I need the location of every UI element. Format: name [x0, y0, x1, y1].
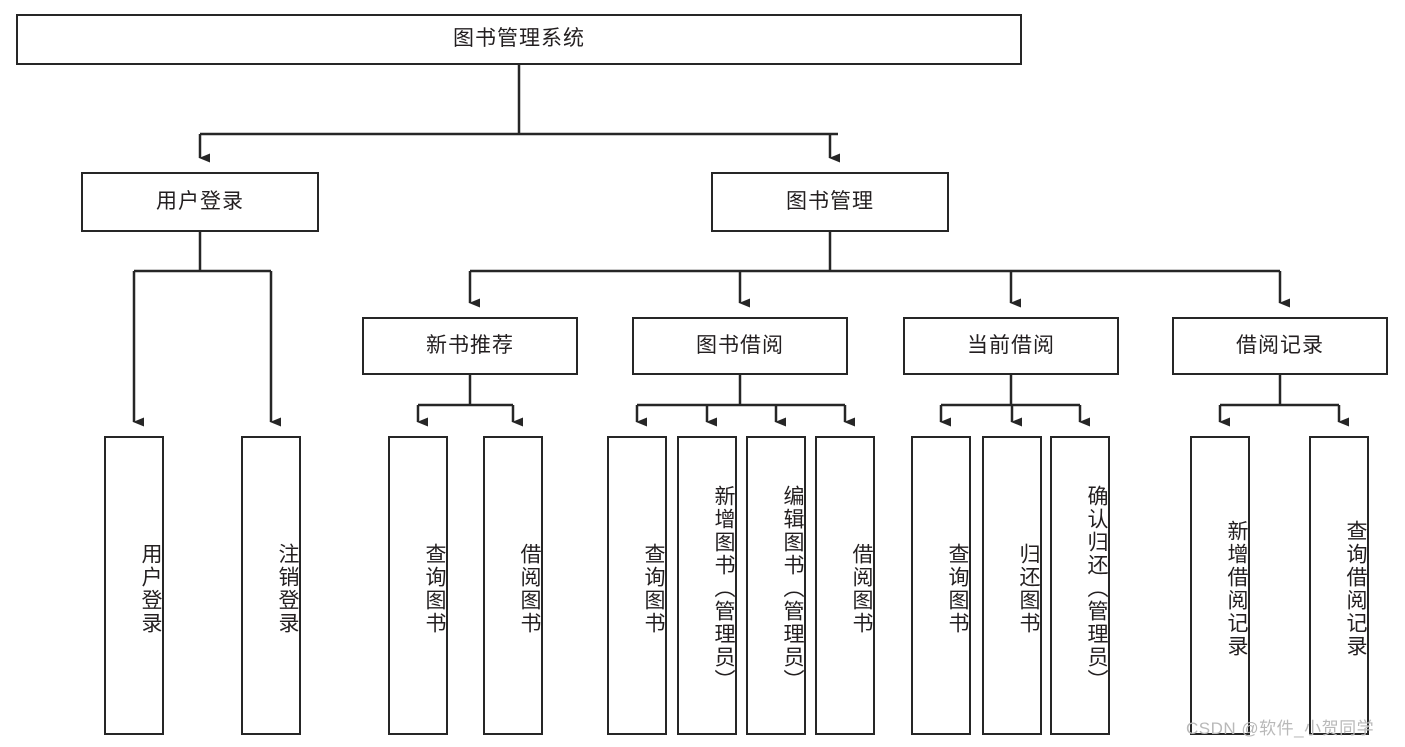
node-current-borrow-label: 当前借阅: [967, 333, 1055, 357]
leaf-borrow-book[interactable]: 借阅图书: [815, 436, 875, 735]
node-book-borrow-label: 图书借阅: [696, 333, 784, 357]
node-book-management-label: 图书管理: [786, 189, 874, 213]
leaf-return-book-label: 归还图书: [1017, 542, 1040, 635]
watermark-text: CSDN @软件_小贺同学: [1186, 719, 1375, 738]
leaf-query-book-borrow-label: 查询图书: [642, 542, 665, 635]
node-root-label: 图书管理系统: [453, 27, 585, 51]
node-new-book-recommend[interactable]: 新书推荐: [362, 317, 578, 375]
leaf-borrow-book-recommend-label: 借阅图书: [518, 542, 541, 635]
node-user-login[interactable]: 用户登录: [81, 172, 319, 232]
leaf-query-book-borrow[interactable]: 查询图书: [607, 436, 667, 735]
leaf-query-borrow-record[interactable]: 查询借阅记录: [1309, 436, 1369, 735]
node-borrow-records-label: 借阅记录: [1236, 333, 1324, 357]
node-new-book-recommend-label: 新书推荐: [426, 333, 514, 357]
node-book-management[interactable]: 图书管理: [711, 172, 949, 232]
leaf-edit-book-admin-label: 编辑图书（管理员）: [781, 485, 804, 692]
leaf-borrow-book-label: 借阅图书: [850, 542, 873, 635]
leaf-query-book-recommend-label: 查询图书: [423, 542, 446, 635]
node-current-borrow[interactable]: 当前借阅: [903, 317, 1119, 375]
leaf-borrow-book-recommend[interactable]: 借阅图书: [483, 436, 543, 735]
leaf-query-book-current[interactable]: 查询图书: [911, 436, 971, 735]
leaf-logout-label: 注销登录: [276, 542, 299, 635]
node-book-borrow[interactable]: 图书借阅: [632, 317, 848, 375]
leaf-logout[interactable]: 注销登录: [241, 436, 301, 735]
leaf-add-borrow-record[interactable]: 新增借阅记录: [1190, 436, 1250, 735]
node-user-login-label: 用户登录: [156, 189, 244, 213]
leaf-query-book-current-label: 查询图书: [946, 542, 969, 635]
leaf-add-book-admin[interactable]: 新增图书（管理员）: [677, 436, 737, 735]
leaf-edit-book-admin[interactable]: 编辑图书（管理员）: [746, 436, 806, 735]
leaf-query-borrow-record-label: 查询借阅记录: [1344, 519, 1367, 658]
leaf-confirm-return-admin-label: 确认归还（管理员）: [1085, 485, 1108, 692]
leaf-return-book[interactable]: 归还图书: [982, 436, 1042, 735]
node-root[interactable]: 图书管理系统: [16, 14, 1022, 65]
leaf-confirm-return-admin[interactable]: 确认归还（管理员）: [1050, 436, 1110, 735]
leaf-add-borrow-record-label: 新增借阅记录: [1225, 519, 1248, 658]
leaf-query-book-recommend[interactable]: 查询图书: [388, 436, 448, 735]
leaf-add-book-admin-label: 新增图书（管理员）: [712, 485, 735, 692]
node-borrow-records[interactable]: 借阅记录: [1172, 317, 1388, 375]
leaf-user-login[interactable]: 用户登录: [104, 436, 164, 735]
leaf-user-login-label: 用户登录: [139, 542, 162, 635]
